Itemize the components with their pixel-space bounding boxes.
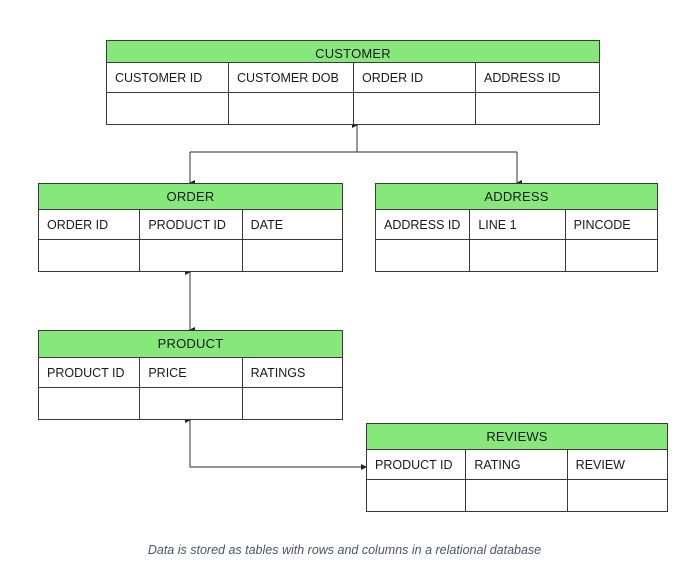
column-header-product-id: PRODUCT ID: [140, 210, 243, 239]
table-cell: [470, 240, 566, 271]
table-cell: [568, 480, 667, 511]
column-header-price: PRICE: [140, 358, 243, 387]
entity-address[interactable]: ADDRESS ADDRESS ID LINE 1 PINCODE: [375, 183, 658, 272]
entity-product-column-headers: PRODUCT ID PRICE RATINGS: [39, 358, 342, 388]
entity-customer-column-headers: CUSTOMER ID CUSTOMER DOB ORDER ID ADDRES…: [107, 63, 599, 93]
table-cell: [107, 93, 229, 124]
column-header-date: DATE: [250, 217, 284, 232]
column-header-order-id: ORDER ID: [354, 63, 476, 92]
table-cell: [140, 388, 243, 419]
column-header-rating: RATING: [466, 450, 568, 479]
connector-product-to-reviews: [185, 417, 367, 470]
table-cell: [39, 240, 141, 271]
entity-product-data-row: [39, 388, 342, 419]
table-cell: [566, 240, 657, 271]
entity-customer-data-row: [107, 93, 599, 124]
table-cell: [229, 93, 354, 124]
column-header-product-id: PRODUCT ID: [367, 450, 467, 479]
column-header-customer-dob: CUSTOMER DOB: [229, 63, 354, 92]
column-header-line-1: LINE 1: [470, 210, 566, 239]
entity-address-title: ADDRESS: [376, 184, 657, 210]
entity-order-title: ORDER: [39, 184, 342, 210]
entity-address-column-headers: ADDRESS ID LINE 1 PINCODE: [376, 210, 657, 240]
table-cell: [140, 240, 243, 271]
column-header-customer-id: CUSTOMER ID: [107, 63, 229, 92]
entity-reviews-column-headers: PRODUCT ID RATING REVIEW: [367, 450, 667, 480]
entity-order[interactable]: ORDER ORDER ID PRODUCT ID DATE: [38, 183, 343, 272]
entity-reviews[interactable]: REVIEWS PRODUCT ID RATING REVIEW: [366, 423, 668, 512]
entity-product-title: PRODUCT: [39, 331, 342, 358]
table-cell: [466, 480, 568, 511]
entity-product[interactable]: PRODUCT PRODUCT ID PRICE RATINGS: [38, 330, 343, 420]
column-header-ratings: RATINGS: [250, 365, 306, 380]
entity-order-data-row: [39, 240, 342, 271]
table-cell: [376, 240, 471, 271]
connector-customer-fork: [190, 122, 517, 153]
entity-customer[interactable]: CUSTOMER CUSTOMER ID CUSTOMER DOB ORDER …: [106, 40, 600, 125]
column-header-product-id: PRODUCT ID: [39, 358, 141, 387]
column-header-order-id: ORDER ID: [39, 210, 141, 239]
entity-customer-title: CUSTOMER: [107, 41, 599, 63]
column-header-pincode: PINCODE: [573, 217, 631, 232]
column-header-review: REVIEW: [575, 457, 625, 472]
column-header-address-id: ADDRESS ID: [484, 70, 561, 85]
diagram-caption: Data is stored as tables with rows and c…: [147, 543, 542, 557]
column-header-address-id: ADDRESS ID: [376, 210, 471, 239]
entity-reviews-data-row: [367, 480, 667, 511]
table-cell: [354, 93, 476, 124]
table-cell: [39, 388, 141, 419]
entity-reviews-title: REVIEWS: [367, 424, 667, 450]
table-cell: [367, 480, 467, 511]
table-cell: [243, 240, 342, 271]
entity-address-data-row: [376, 240, 657, 271]
table-cell: [243, 388, 342, 419]
table-cell: [476, 93, 599, 124]
entity-order-column-headers: ORDER ID PRODUCT ID DATE: [39, 210, 342, 240]
